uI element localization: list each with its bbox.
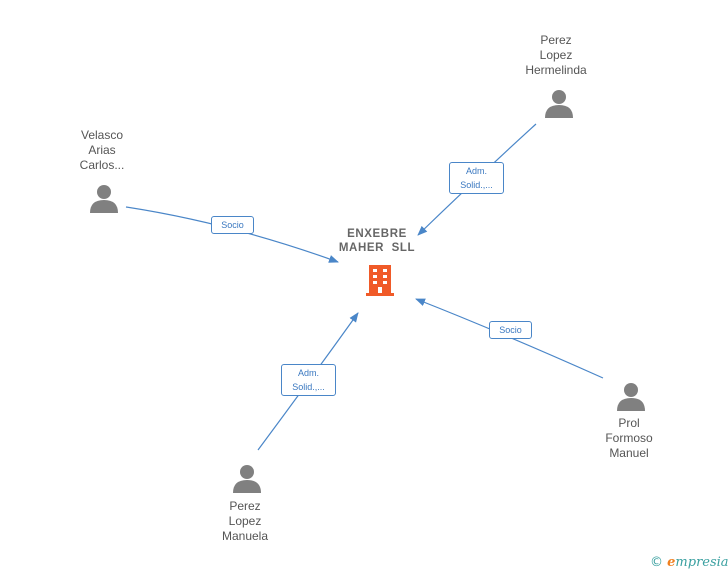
edge-label-line: Solid.,... (460, 180, 493, 190)
person-icon[interactable] (544, 88, 574, 118)
person-icon[interactable] (232, 463, 262, 493)
person-name-line: Arias (88, 143, 116, 157)
copyright-symbol: © (650, 555, 663, 570)
person-name-line: Perez (229, 499, 261, 513)
edge-label-manuela[interactable]: Adm. Solid.,... (281, 364, 336, 396)
building-icon[interactable] (364, 263, 396, 297)
company-name-line2: MAHER SLL (338, 242, 416, 254)
brand-initial: e (667, 555, 676, 570)
person-icon[interactable] (616, 381, 646, 411)
person-name-manuel[interactable]: Prol Formoso Manuel (559, 416, 699, 461)
person-name-line: Manuela (221, 529, 269, 543)
person-name-line: Lopez (228, 514, 262, 528)
person-name-line: Formoso (605, 431, 653, 445)
edge-label-line: Adm. (465, 166, 487, 176)
person-name-line: Perez (540, 33, 572, 47)
person-name-line: Prol (618, 416, 640, 430)
company-name[interactable]: ENXEBRE MAHER SLL (317, 227, 437, 255)
empresia-logo[interactable]: © empresia (650, 555, 728, 570)
edge-label-manuel[interactable]: Socio (489, 321, 532, 339)
person-name-manuela[interactable]: Perez Lopez Manuela (175, 499, 315, 544)
person-name-line: Manuel (609, 446, 649, 460)
edge-label-velasco[interactable]: Socio (211, 216, 254, 234)
person-name-hermelinda[interactable]: Perez Lopez Hermelinda (486, 33, 626, 78)
edge-label-line: Socio (221, 220, 244, 230)
person-icon[interactable] (89, 183, 119, 213)
person-name-velasco[interactable]: Velasco Arias Carlos... (32, 128, 172, 173)
edge-label-hermelinda[interactable]: Adm. Solid.,... (449, 162, 504, 194)
edge-label-line: Adm. (297, 368, 319, 378)
person-name-line: Carlos... (79, 158, 125, 172)
person-name-line: Velasco (80, 128, 124, 142)
edge-label-line: Socio (499, 325, 522, 335)
company-name-line1: ENXEBRE (347, 228, 407, 240)
edge-label-line: Solid.,... (292, 382, 325, 392)
person-name-line: Hermelinda (525, 63, 587, 77)
person-name-line: Lopez (539, 48, 573, 62)
brand-rest: mpresia (675, 555, 728, 570)
